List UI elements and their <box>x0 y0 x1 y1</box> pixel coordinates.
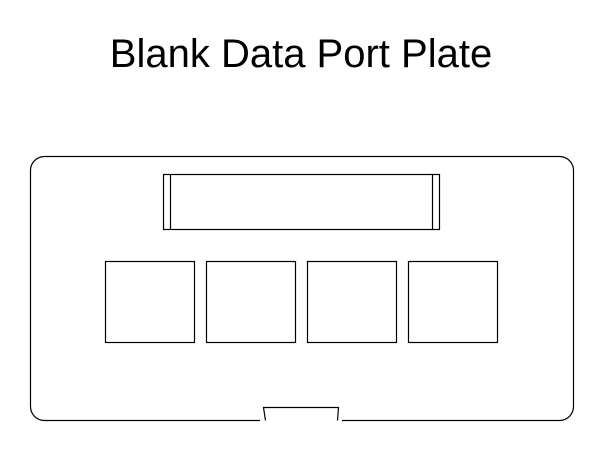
square-ports <box>104 260 499 344</box>
diagram-title: Blank Data Port Plate <box>109 32 493 76</box>
square-port <box>205 260 297 344</box>
square-port <box>306 260 398 344</box>
square-port <box>407 260 499 344</box>
square-port <box>104 260 196 344</box>
slot-outline <box>162 173 441 231</box>
bottom-tab <box>260 406 342 422</box>
slot <box>162 173 441 231</box>
plate-outline <box>29 155 575 422</box>
